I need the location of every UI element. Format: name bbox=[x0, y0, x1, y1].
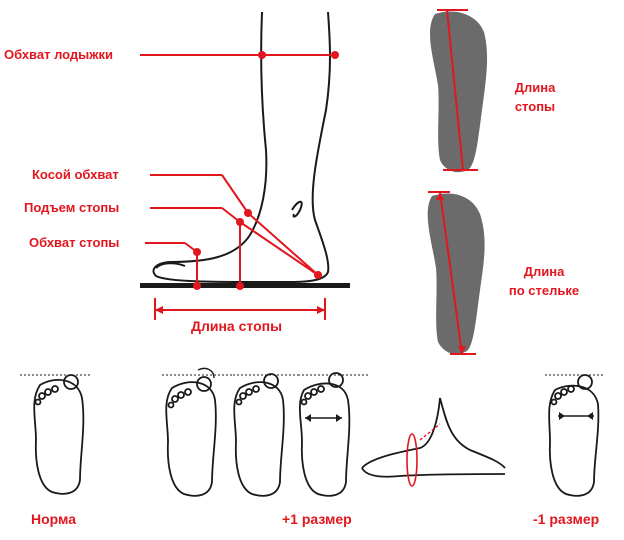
footprint-bottom bbox=[427, 191, 485, 355]
instep-label: Подъем стопы bbox=[24, 200, 120, 215]
ankle-girth-label: Обхват лодыжки bbox=[4, 47, 114, 62]
foot-length-line2: стопы bbox=[514, 99, 556, 114]
foot-length-label: Длина стопы bbox=[500, 78, 570, 116]
outline-footprint-minus1 bbox=[545, 374, 605, 497]
insole-length-line2: по стельке bbox=[508, 283, 580, 298]
oblique-girth-label: Косой обхват bbox=[32, 167, 119, 182]
measurement-lines bbox=[140, 54, 335, 320]
foot-length-line1: Длина bbox=[514, 80, 556, 95]
outline-footprint-plus1-c bbox=[298, 372, 368, 497]
side-foot-length-label: Длина стопы bbox=[191, 318, 283, 334]
outline-footprint-plus1-a bbox=[162, 367, 232, 497]
outline-footprint-norm bbox=[20, 374, 90, 495]
insole-length-label: Длина по стельке bbox=[494, 262, 594, 300]
side-foot-girth-sketch bbox=[361, 397, 506, 487]
outline-footprint-plus1-b bbox=[233, 373, 300, 497]
measurement-points bbox=[193, 51, 339, 290]
floor-base bbox=[140, 283, 350, 288]
foot-girth-label: Обхват стопы bbox=[29, 235, 120, 250]
footprint-top bbox=[430, 9, 488, 173]
insole-length-line1: Длина bbox=[523, 264, 565, 279]
caption-norm: Норма bbox=[31, 511, 76, 527]
leg-side-view bbox=[152, 11, 331, 284]
caption-plus-one: +1 размер bbox=[282, 511, 352, 527]
caption-minus-one: -1 размер bbox=[533, 511, 600, 527]
